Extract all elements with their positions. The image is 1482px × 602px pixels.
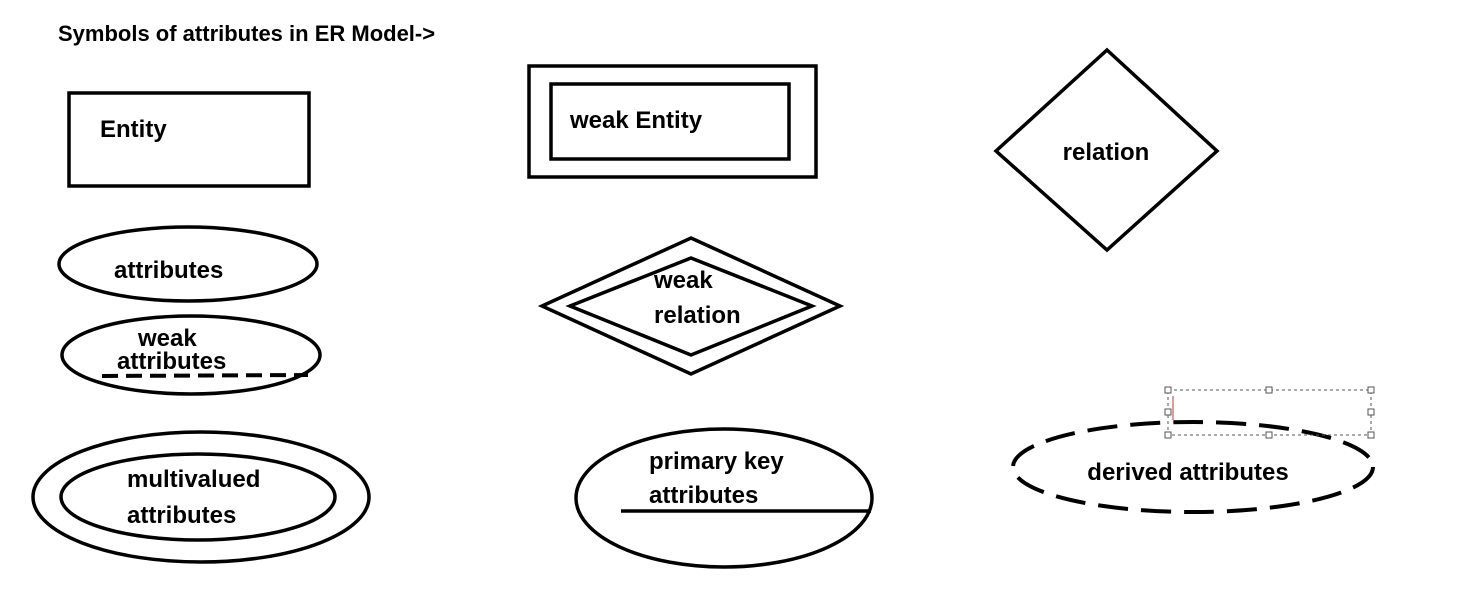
weak-entity-inner-rectangle — [549, 82, 791, 161]
entity-label: Entity — [100, 116, 167, 143]
weak-attributes-label-line1: weak — [137, 325, 197, 352]
weak-attributes-ellipse — [60, 314, 322, 396]
multivalued-attributes-label-line1: multivalued — [127, 466, 260, 493]
weak-entity-outer-rectangle — [527, 64, 818, 179]
weak-relation-label-line1: weak — [653, 267, 713, 294]
resize-handle-bottom-left[interactable] — [1164, 431, 1172, 439]
derived-attributes-dashed-ellipse — [1011, 420, 1375, 514]
weak-relation-symbol: weak relation — [537, 236, 845, 376]
multivalued-attributes-label-line2: attributes — [127, 502, 236, 529]
resize-handle-top-right[interactable] — [1367, 386, 1375, 394]
diagram-title: Symbols of attributes in ER Model-> — [58, 21, 435, 46]
entity-symbol: Entity — [67, 91, 311, 188]
derived-attributes-symbol: derived attributes — [1011, 420, 1375, 514]
multivalued-attributes-symbol: multivalued attributes — [31, 430, 371, 564]
resize-handle-top-left[interactable] — [1164, 386, 1172, 394]
resize-handle-top-center[interactable] — [1265, 386, 1273, 394]
weak-relation-label-line2: relation — [654, 302, 741, 329]
primary-key-attributes-symbol: primary key attributes — [574, 427, 874, 569]
primary-key-attributes-ellipse — [574, 427, 874, 569]
resize-handle-bottom-center[interactable] — [1265, 431, 1273, 439]
relation-diamond — [993, 47, 1220, 253]
multivalued-attributes-inner-ellipse — [59, 452, 337, 542]
selection-box[interactable] — [1164, 386, 1375, 439]
resize-handle-bottom-right[interactable] — [1367, 431, 1375, 439]
weak-relation-outer-diamond — [537, 236, 845, 376]
relation-label: relation — [1063, 139, 1150, 166]
resize-handle-middle-right[interactable] — [1367, 408, 1375, 416]
weak-entity-label: weak Entity — [569, 107, 703, 134]
weak-attributes-label-line2: attributes — [117, 348, 226, 375]
primary-key-attributes-label-line1: primary key — [649, 448, 784, 475]
attributes-ellipse — [57, 225, 319, 303]
relation-symbol: relation — [993, 47, 1220, 253]
weak-attributes-symbol: weak attributes — [60, 314, 322, 396]
weak-relation-inner-diamond — [565, 256, 817, 357]
resize-handle-middle-left[interactable] — [1164, 408, 1172, 416]
entity-rectangle — [67, 91, 311, 188]
multivalued-attributes-outer-ellipse — [31, 430, 371, 564]
weak-entity-symbol: weak Entity — [527, 64, 818, 179]
derived-attributes-label: derived attributes — [1087, 459, 1288, 486]
attributes-label: attributes — [114, 257, 223, 284]
weak-attributes-dashed-underline — [101, 373, 309, 378]
attributes-symbol: attributes — [57, 225, 319, 303]
primary-key-attributes-label-line2: attributes — [649, 482, 758, 509]
